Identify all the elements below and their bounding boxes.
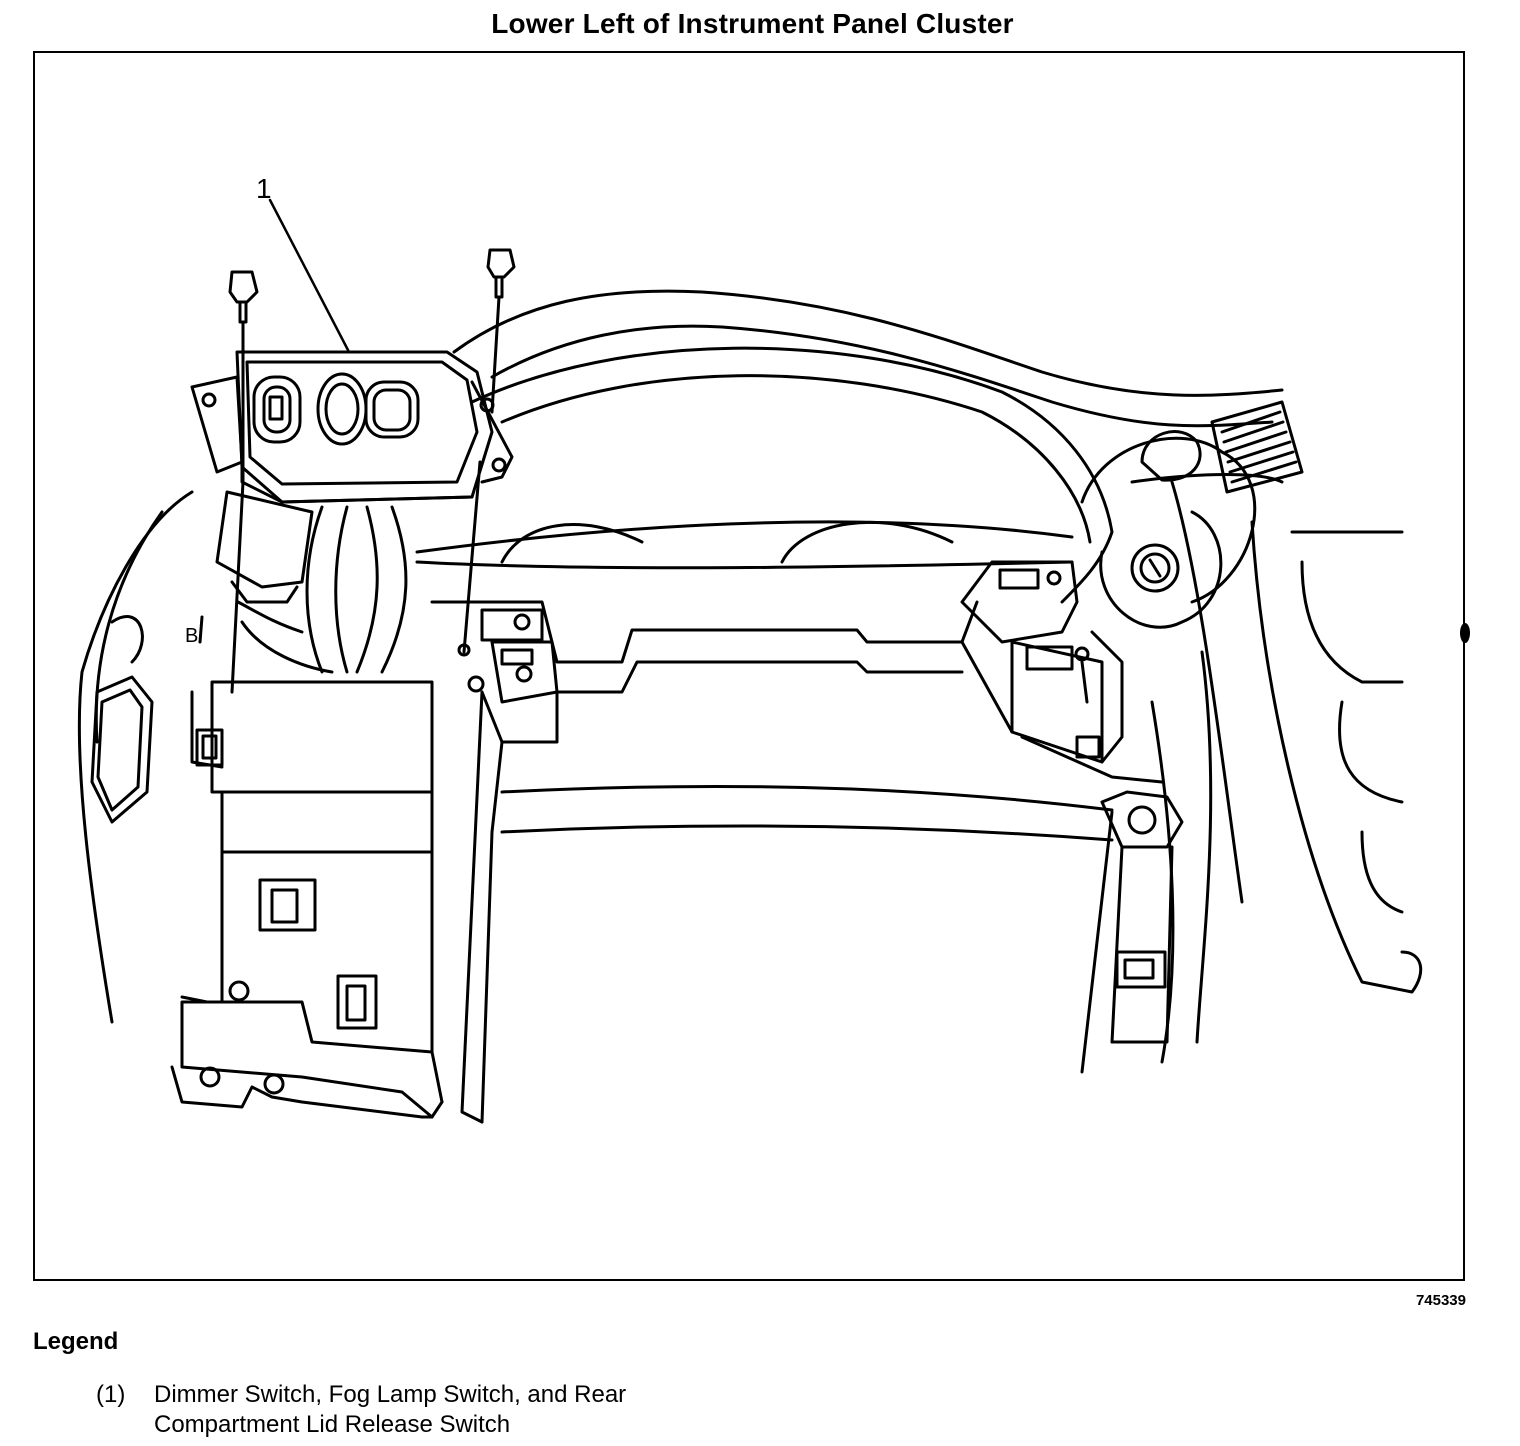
b-mark-label: B (185, 625, 199, 647)
legend-item: (1) Dimmer Switch, Fog Lamp Switch, and … (96, 1380, 734, 1440)
left-vent (90, 675, 154, 824)
mounting-bolt-right (462, 248, 516, 654)
gauge-left (500, 523, 644, 564)
wiring-harness (305, 505, 324, 674)
ignition-surround (1080, 436, 1257, 604)
harness-connector (215, 490, 314, 589)
frame-edge-marker (1460, 623, 1470, 643)
legend-list: (1) Dimmer Switch, Fog Lamp Switch, and … (96, 1380, 734, 1440)
bracket-slot-upper (258, 878, 317, 932)
right-bracket (960, 560, 1079, 644)
mounting-bolt-left (228, 270, 259, 694)
dash-top-outline (452, 289, 1284, 397)
callout-leader-1 (268, 198, 351, 354)
left-side-panel (77, 490, 194, 1024)
switch-assembly (190, 350, 514, 504)
instrument-panel-drawing (77, 198, 1423, 1124)
column-bracket (210, 680, 434, 794)
bracket-slot-lower (336, 974, 378, 1030)
right-vent (1210, 400, 1304, 494)
ignition-lock (1130, 543, 1180, 593)
figure-id: 745339 (1415, 1292, 1466, 1309)
dimmer-switch (252, 375, 302, 444)
callout-label-1: 1 (256, 173, 272, 204)
gauge-right (780, 520, 954, 564)
rear-compartment-switch (364, 380, 420, 439)
diagram-title: Lower Left of Instrument Panel Cluster (491, 8, 1014, 39)
legend-item-text: Dimmer Switch, Fog Lamp Switch, and Rear… (154, 1381, 627, 1438)
legend-heading: Legend (33, 1328, 119, 1355)
diagram-frame: 1 B (33, 51, 1470, 1281)
cluster-hood (470, 346, 1114, 604)
legend-item-number: (1) (96, 1381, 126, 1408)
cross-car-beam (430, 600, 979, 664)
